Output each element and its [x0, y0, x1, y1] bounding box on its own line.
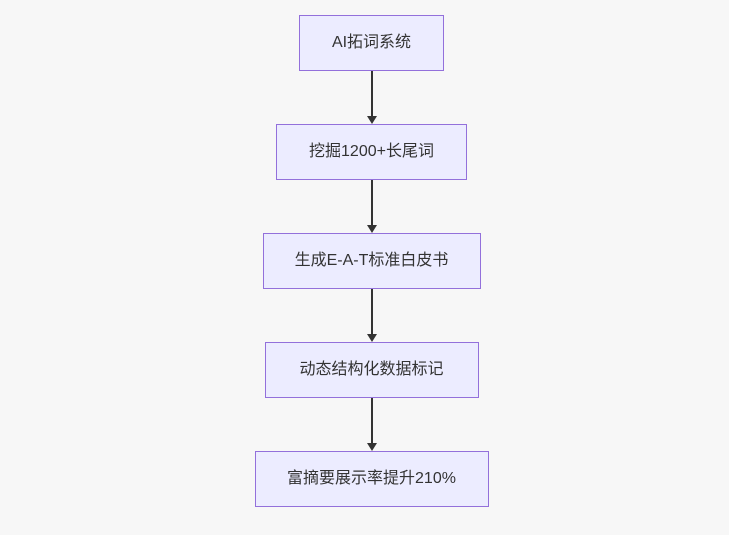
arrow-line [370, 180, 373, 226]
flow-node-eat-whitepaper: 生成E-A-T标准白皮书 [262, 233, 481, 289]
flow-node-rich-snippet-uplift: 富摘要展示率提升210% [254, 451, 489, 507]
edge-1 [366, 71, 377, 124]
flowchart: AI拓词系统 挖掘1200+长尾词 生成E-A-T标准白皮书 动态结构化数据标记… [254, 15, 489, 507]
arrowhead-down-icon [366, 334, 377, 342]
arrowhead-down-icon [366, 443, 377, 451]
arrowhead-down-icon [366, 225, 377, 233]
edge-3 [366, 289, 377, 342]
arrowhead-down-icon [366, 116, 377, 124]
edge-2 [366, 180, 377, 233]
flow-node-ai-keyword-system: AI拓词系统 [299, 15, 444, 71]
flow-node-structured-data-markup: 动态结构化数据标记 [264, 342, 479, 398]
arrow-line [370, 398, 373, 444]
arrow-line [370, 71, 373, 117]
edge-4 [366, 398, 377, 451]
arrow-line [370, 289, 373, 335]
flow-node-longtail-mining: 挖掘1200+长尾词 [276, 124, 467, 180]
